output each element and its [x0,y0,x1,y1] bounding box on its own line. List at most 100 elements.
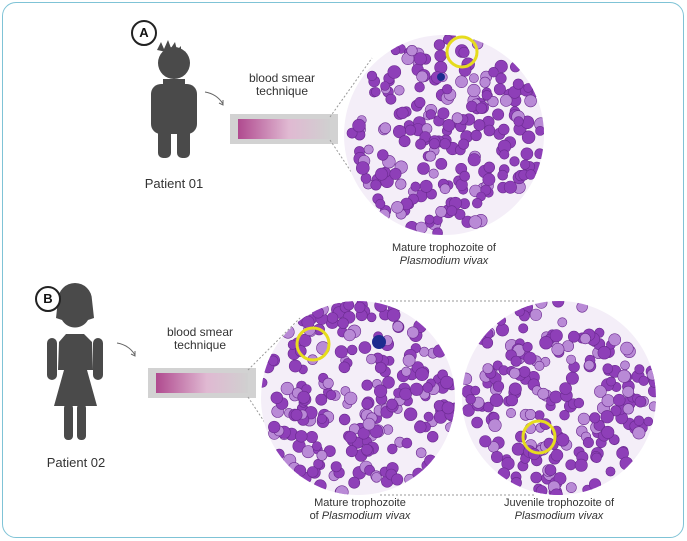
blood-cell [354,301,366,313]
blood-cell [414,420,427,434]
blood-cell [535,485,548,495]
blood-cell [518,323,529,334]
patient-01-label: Patient 01 [144,176,204,191]
blood-cell [404,124,416,136]
blood-cell [371,472,382,483]
blood-cell [370,179,382,191]
blood-cell [413,52,427,66]
blood-cell [280,381,294,396]
blood-cell [565,459,577,471]
blood-cell [361,398,373,410]
blood-cell [297,390,311,404]
blood-cell [322,377,334,389]
patient-02-figure [47,283,103,440]
blood-cell [281,325,295,339]
blood-cell [468,73,479,83]
blood-cell [344,431,357,444]
blood-cell [490,450,503,463]
blood-cell [602,363,614,375]
blood-cell [391,473,404,486]
blood-cell [458,46,470,58]
blood-cell [608,333,622,347]
blood-cell [500,94,513,107]
blood-cell [633,415,645,426]
blood-cell [471,416,483,429]
blood-cell [312,306,324,319]
blood-cell [606,376,616,387]
blood-cell [646,368,656,381]
blood-cell [622,385,635,398]
blood-cell [343,329,356,342]
slide-a [230,114,338,144]
blood-cell [403,407,418,421]
blood-cell [424,454,437,467]
blood-cell [414,97,426,109]
blood-cell [366,70,378,81]
patient-01-figure [151,40,197,158]
blood-cell [315,393,328,406]
blood-cell [401,366,412,377]
blood-cell [557,317,568,328]
blood-cell [352,118,366,133]
blood-cell [622,403,634,415]
blood-cell [422,382,433,393]
blood-cell [433,344,447,358]
blood-cell [509,156,520,167]
blood-cell [348,476,361,489]
blood-cell [399,387,412,401]
blood-cell [396,106,409,119]
blood-cell [513,116,524,127]
blood-cell [481,90,492,101]
blood-cell [410,382,424,396]
blood-cell [415,138,426,150]
blood-cell [643,416,654,427]
blood-cell [492,108,505,121]
blood-cell [600,410,614,424]
panel-a-badge: A [131,20,157,46]
blood-cell [357,427,370,440]
blood-cell [361,443,373,456]
panel-b-badge: B [35,286,61,312]
blood-cell [412,467,425,480]
blood-cell [442,84,453,95]
blood-cell [295,430,308,443]
blood-cell [579,333,591,345]
blood-cell [521,130,536,144]
blood-cell [534,410,545,421]
blood-cell [427,431,439,443]
highlight-ring-a [445,35,479,69]
blood-cell [458,138,470,150]
blood-cell [440,375,454,390]
blood-cell [648,401,656,412]
blood-cell [498,123,510,136]
blood-cell [338,413,351,426]
blood-cell [343,301,355,311]
blood-cell [416,70,429,83]
blood-cell [387,308,401,322]
blood-cell [601,425,615,439]
blood-cell [473,119,486,131]
blood-cell [503,180,517,194]
blood-cell [366,312,377,323]
blood-cell [597,346,611,360]
highlight-ring-b-juvenile [521,419,557,455]
blood-cell [518,366,531,378]
blood-cell [268,355,279,366]
blood-cell [550,449,564,462]
blood-cell [505,394,518,407]
blood-cell [415,367,429,382]
blood-cell [316,413,327,424]
blood-cell [495,323,509,337]
blood-cell [360,173,372,184]
blood-cell [605,466,616,477]
blood-cell [379,122,392,134]
blood-cell [446,205,458,217]
blood-cell [470,129,482,142]
blood-cell [468,215,483,229]
blood-cell [582,436,594,448]
blood-cell [415,221,428,234]
blood-cell [535,301,548,309]
blood-cell [428,168,439,179]
